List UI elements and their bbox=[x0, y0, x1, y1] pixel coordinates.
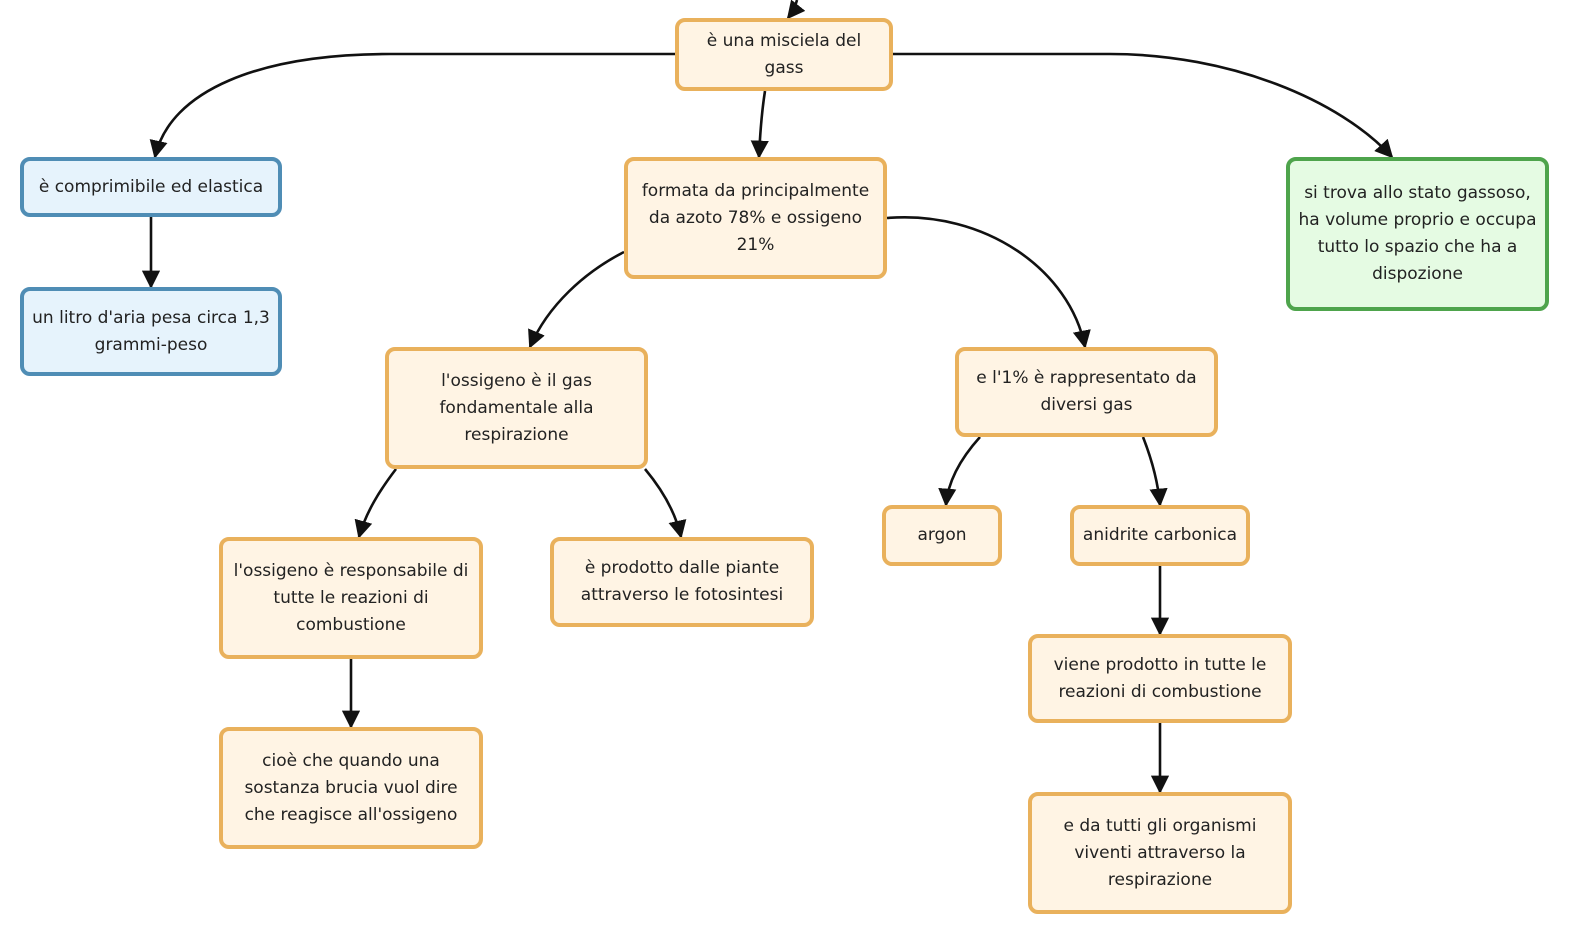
node-liter-weight-text: un litro d'aria pesa circa 1,3 grammi-pe… bbox=[32, 307, 270, 355]
node-oxygen-breathing-text: l'ossigeno è il gas fondamentale alla re… bbox=[439, 370, 594, 445]
edge-incoming-root bbox=[786, 0, 806, 20]
node-gaseous-state[interactable]: si trova allo stato gassoso, ha volume p… bbox=[1286, 157, 1549, 311]
node-liter-weight[interactable]: un litro d'aria pesa circa 1,3 grammi-pe… bbox=[20, 287, 282, 376]
node-other-gases-text: e l'1% è rappresentato da diversi gas bbox=[976, 368, 1197, 415]
node-root-text: è una misciela del gass bbox=[706, 30, 862, 78]
node-burning-meaning-text: cioè che quando una sostanza brucia vuol… bbox=[244, 750, 458, 825]
edge-root-composition bbox=[750, 90, 769, 159]
edge-oxygen-breathing-combustion bbox=[354, 468, 398, 539]
edge-other-gases-argon bbox=[938, 436, 981, 507]
edge-root-gaseous-state bbox=[893, 52, 1394, 159]
node-co2-combustion[interactable]: viene prodotto in tutte le reazioni di c… bbox=[1028, 634, 1292, 723]
node-argon-text: argon bbox=[917, 525, 967, 545]
node-co2-organisms-text: e da tutti gli organismi viventi attrave… bbox=[1063, 815, 1257, 890]
edge-oxygen-breathing-photosynthesis bbox=[644, 468, 687, 539]
edge-composition-oxygen-breathing bbox=[528, 250, 625, 349]
node-compressible[interactable]: è comprimibile ed elastica bbox=[20, 157, 282, 217]
node-other-gases[interactable]: e l'1% è rappresentato da diversi gas bbox=[955, 347, 1218, 437]
edge-other-gases-carbon-dioxide bbox=[1141, 436, 1168, 507]
node-compressible-text: è comprimibile ed elastica bbox=[38, 176, 264, 197]
node-oxygen-combustion[interactable]: l'ossigeno è responsabile di tutte le re… bbox=[219, 537, 483, 659]
node-co2-organisms[interactable]: e da tutti gli organismi viventi attrave… bbox=[1028, 792, 1292, 914]
node-carbon-dioxide[interactable]: anidrite carbonica bbox=[1070, 505, 1250, 566]
node-composition[interactable]: formata da principalmente da azoto 78% e… bbox=[624, 157, 887, 279]
node-burning-meaning[interactable]: cioè che quando una sostanza brucia vuol… bbox=[219, 727, 483, 849]
node-carbon-dioxide-text: anidrite carbonica bbox=[1082, 525, 1238, 545]
node-gaseous-state-text: si trova allo stato gassoso, ha volume p… bbox=[1298, 183, 1537, 284]
node-root[interactable]: è una misciela del gass bbox=[675, 18, 893, 91]
node-photosynthesis-text: è prodotto dalle piante attraverso le fo… bbox=[580, 558, 784, 605]
node-oxygen-combustion-text: l'ossigeno è responsabile di tutte le re… bbox=[233, 560, 469, 635]
node-argon[interactable]: argon bbox=[882, 505, 1002, 566]
node-co2-combustion-text: viene prodotto in tutte le reazioni di c… bbox=[1053, 654, 1267, 702]
node-photosynthesis[interactable]: è prodotto dalle piante attraverso le fo… bbox=[550, 537, 814, 627]
edge-composition-other-gases bbox=[886, 215, 1091, 349]
edge-root-compressible bbox=[149, 52, 675, 159]
node-oxygen-breathing[interactable]: l'ossigeno è il gas fondamentale alla re… bbox=[385, 347, 648, 469]
node-composition-text: formata da principalmente da azoto 78% e… bbox=[641, 180, 870, 255]
